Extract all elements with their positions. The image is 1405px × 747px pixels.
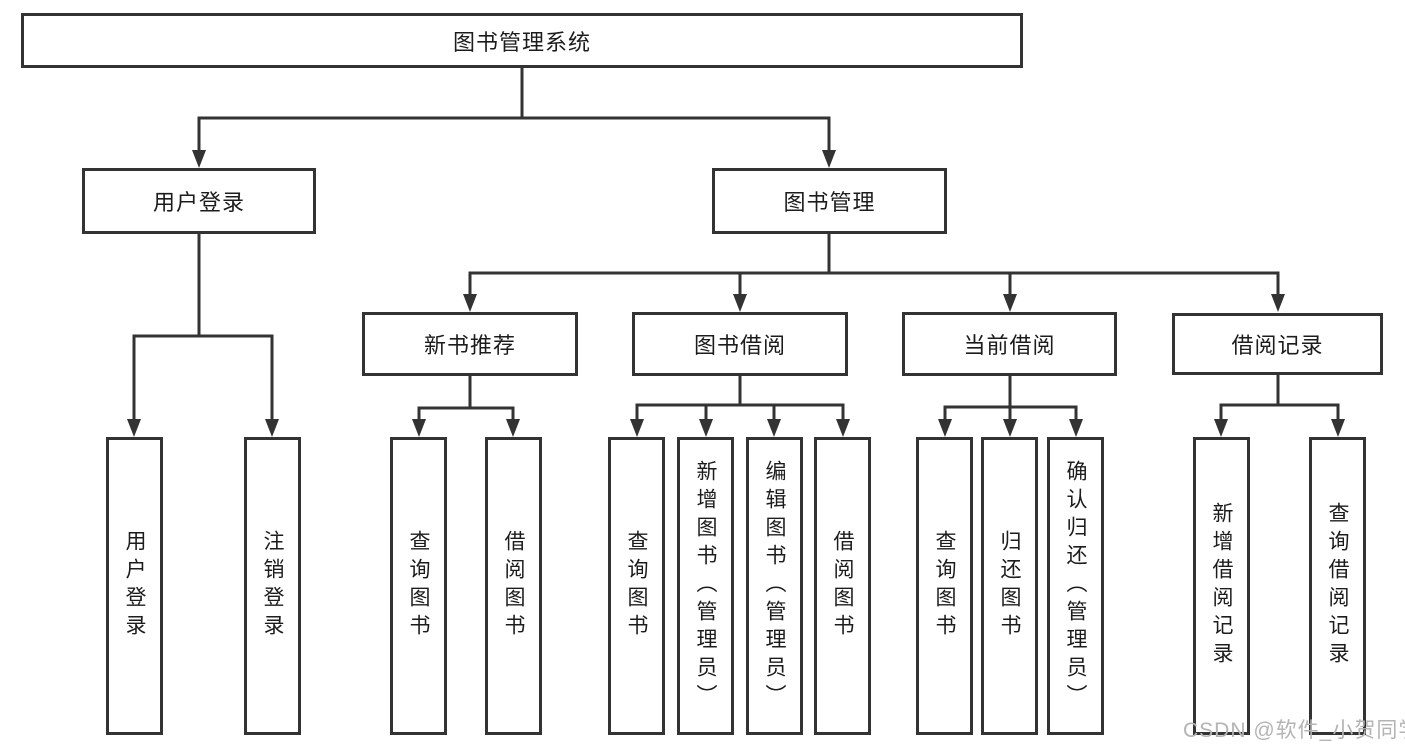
leaf-borrow-books-recommend: 借阅图书 (485, 437, 542, 735)
node-label: 新书推荐 (423, 333, 516, 358)
arrowhead (127, 419, 141, 437)
node-new-book-recommendation: 新书推荐 (362, 312, 578, 376)
node-label: 图书管理系统 (452, 29, 591, 55)
leaf-add-book-admin: 新增图书（管理员） (677, 437, 734, 735)
arrowhead (1069, 419, 1083, 437)
leaf-confirm-return-admin: 确认归还（管理员） (1047, 437, 1104, 735)
leaf-query-books-current: 查询图书 (916, 437, 973, 735)
arrowhead (1271, 294, 1285, 312)
arrowhead (836, 419, 850, 437)
arrowhead (699, 419, 713, 437)
arrowhead (412, 419, 426, 437)
node-label: 当前借阅 (963, 333, 1056, 358)
csdn-watermark: CSDN @软件_小贺同学 (1183, 719, 1405, 742)
leaf-query-books-recommend: 查询图书 (390, 437, 447, 735)
arrowhead (1003, 294, 1017, 312)
node-book-management: 图书管理 (712, 168, 947, 234)
node-label: 用户登录 (152, 190, 245, 215)
leaf-logout: 注销登录 (244, 437, 301, 735)
arrowhead (733, 294, 747, 312)
arrowhead (822, 150, 836, 168)
node-user-login: 用户登录 (82, 168, 316, 234)
arrowhead (1214, 419, 1228, 437)
node-current-borrowing: 当前借阅 (902, 312, 1117, 376)
arrowhead (1003, 419, 1017, 437)
arrowhead (265, 419, 279, 437)
node-library-management-system: 图书管理系统 (21, 13, 1023, 68)
node-label: 图书借阅 (693, 333, 786, 358)
arrowhead (938, 419, 952, 437)
leaf-edit-book-admin: 编辑图书（管理员） (746, 437, 803, 735)
leaf-add-borrow-record: 新增借阅记录 (1193, 437, 1250, 735)
arrowhead (630, 419, 644, 437)
leaf-query-books-borrow: 查询图书 (608, 437, 665, 735)
node-borrowing-records: 借阅记录 (1172, 313, 1383, 375)
arrowhead (506, 419, 520, 437)
leaf-query-borrow-record: 查询借阅记录 (1309, 437, 1366, 735)
node-label: 图书管理 (783, 190, 876, 215)
node-book-borrowing: 图书借阅 (632, 312, 848, 376)
node-label: 借阅记录 (1231, 333, 1324, 358)
arrowhead (1331, 419, 1345, 437)
arrowhead (767, 419, 781, 437)
leaf-user-login: 用户登录 (106, 437, 163, 735)
arrowhead (463, 294, 477, 312)
leaf-return-book: 归还图书 (981, 437, 1038, 735)
arrowhead (192, 150, 206, 168)
leaf-borrow-books: 借阅图书 (814, 437, 871, 735)
